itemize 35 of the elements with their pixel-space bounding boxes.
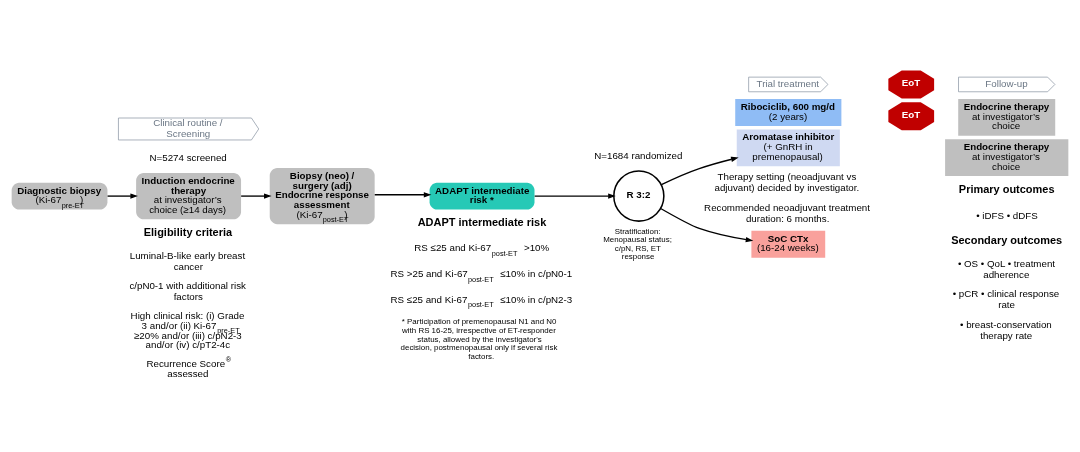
node-box: Diagnostic biopsy (Ki-67$_{pre-ET}$) bbox=[11, 182, 108, 210]
arrow bbox=[240, 193, 272, 199]
label: Recurrence Score$^{®}$ assessed bbox=[146, 355, 232, 379]
label: RS >25 and Ki-67$_{post-ET}$ ≤10% in c/pN0-1 bbox=[390, 268, 573, 284]
node-box: SoC CTx (16-24 weeks) bbox=[751, 230, 826, 258]
label: ADAPT intermediate risk bbox=[417, 216, 547, 229]
arrow bbox=[534, 193, 616, 199]
label: Secondary outcomes bbox=[951, 233, 1063, 246]
node-box: Aromatase inhibitor (+ GnRH in premenopausal) bbox=[736, 129, 840, 167]
label: Luminal-B-like early breast cancer bbox=[129, 249, 246, 272]
node-box: Endocrine therapy at investigator’s choice bbox=[945, 139, 1069, 176]
node-box: ADAPT intermediate risk * bbox=[429, 182, 535, 210]
node-label: N=1684 randomized bbox=[594, 149, 683, 161]
label: • breast-conservation therapy rate bbox=[960, 318, 1052, 341]
node-box: Ribociclib, 600 mg/d (2 years) bbox=[735, 99, 842, 126]
label: RS ≤25 and Ki-67$_{post-ET}$ >10% bbox=[414, 242, 550, 258]
node-circle: R 3:2 bbox=[613, 170, 665, 222]
label: c/pN0-1 with additional risk factors bbox=[129, 280, 246, 303]
label: Recommended neoadjuvant treatment duration: 6 months. bbox=[704, 201, 870, 224]
label: N=5274 screened bbox=[149, 151, 227, 163]
label: Therapy setting (neoadjuvant vs adjuvant) decided by investigator. bbox=[714, 171, 860, 194]
label: • OS • QoL • treatment adherence bbox=[957, 257, 1056, 280]
node-box: Induction endocrine therapy at investigator’s choice (≥14 days) bbox=[136, 172, 242, 220]
arrow bbox=[659, 207, 754, 243]
label: • pCR • clinical response rate bbox=[952, 288, 1060, 311]
arrow bbox=[374, 192, 432, 198]
node-box: Endocrine therapy at investigator’s choice bbox=[958, 99, 1056, 136]
label: RS ≤25 and Ki-67$_{post-ET}$ ≤10% in c/pN2-3 bbox=[390, 293, 573, 310]
label: Eligibility criteria bbox=[143, 225, 233, 238]
label: • iDFS • dDFS bbox=[976, 209, 1038, 221]
arrow bbox=[106, 193, 138, 199]
arrow bbox=[660, 156, 739, 186]
label: Primary outcomes bbox=[958, 182, 1055, 195]
node-box: Biopsy (neo) / surgery (adj) Endocrine response assessment (Ki-67$_{post-ET}$) bbox=[269, 168, 375, 225]
label: High clinical risk: (i) Grade 3 and/or (ii) Ki-67$_{pre-ET}$ ≥20% and/or (iii) c/pN2-3 and/or (iv) c/pT2-4c bbox=[130, 310, 245, 351]
